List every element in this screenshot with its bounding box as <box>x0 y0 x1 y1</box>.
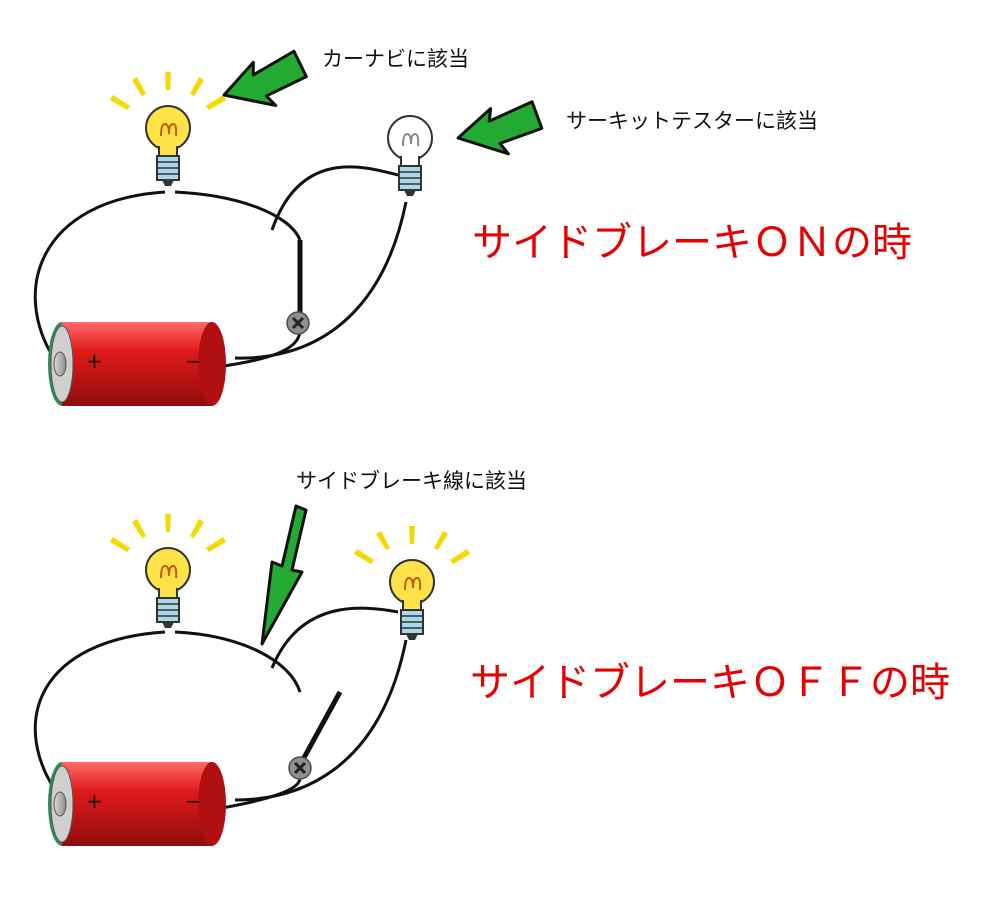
screw-icon <box>285 310 311 336</box>
green-arrow-icon <box>215 46 314 122</box>
glow-rays-icon <box>110 514 226 552</box>
wire <box>33 190 166 361</box>
glow-rays-icon <box>354 526 470 564</box>
wire <box>270 165 399 231</box>
switch-lever <box>297 690 343 767</box>
wire <box>33 630 166 791</box>
wire <box>174 190 302 241</box>
light-bulb-icon <box>389 559 435 641</box>
light-bulb-icon <box>145 547 191 629</box>
screw-icon <box>287 755 313 781</box>
state-label-on: サイドブレーキＯＮの時 <box>472 220 912 266</box>
state-label-off: サイドブレーキＯＦＦの時 <box>470 660 950 706</box>
green-arrow-icon <box>451 97 548 165</box>
wire <box>234 201 408 360</box>
annotation-car-navi: カーナビに該当 <box>322 47 469 71</box>
wire <box>270 606 399 669</box>
light-bulb-off-icon <box>387 115 433 197</box>
circuit-off: + − サイドブレーキ線に該当 サイドブレーキＯＦＦの時 <box>33 469 950 847</box>
battery-minus: − <box>185 789 202 813</box>
green-arrow-icon <box>260 504 308 646</box>
annotation-side-brake-wire: サイドブレーキ線に該当 <box>296 469 527 493</box>
wire <box>234 639 408 802</box>
wire <box>174 630 302 693</box>
annotation-circuit-tester: サーキットテスターに該当 <box>566 109 818 133</box>
battery-plus: + <box>86 349 103 373</box>
circuit-on: + − カーナビに該当 サーキットテスターに該当 サイドブレーキＯＮの時 <box>33 46 912 407</box>
glow-rays-icon <box>110 72 226 110</box>
battery-plus: + <box>86 789 103 813</box>
light-bulb-icon <box>145 105 191 187</box>
battery-minus: − <box>185 349 202 373</box>
